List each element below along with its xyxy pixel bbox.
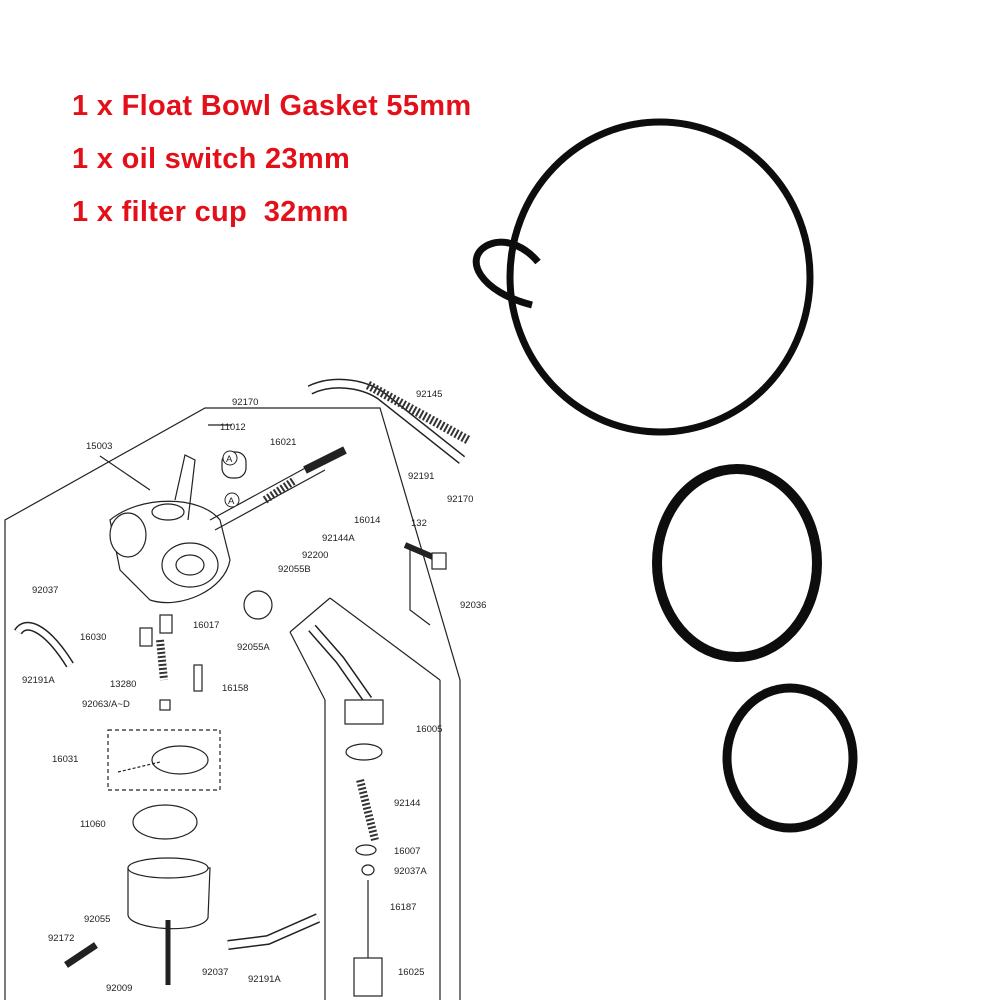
oil-switch-gasket-image (652, 464, 822, 662)
part-label: 92055A (237, 642, 270, 653)
part-label: 92145 (416, 389, 442, 400)
part-label: 16005 (416, 724, 442, 735)
part-label: 92037 (32, 585, 58, 596)
part-label: 16025 (398, 967, 424, 978)
part-label: 11060 (80, 819, 106, 830)
part-label: 92200 (302, 550, 328, 561)
part-label: 92144A (322, 533, 355, 544)
part-label: 13280 (110, 679, 136, 690)
part-label: 15003 (86, 441, 112, 452)
part-label: 132 (411, 518, 427, 529)
product-line-float-bowl-gasket: 1 x Float Bowl Gasket 55mm (72, 90, 472, 122)
part-label: 92191A (248, 974, 281, 985)
float-bowl-gasket-image (472, 118, 814, 436)
part-label: 92172 (48, 933, 74, 944)
part-label: 92036 (460, 600, 486, 611)
part-label: 16030 (80, 632, 106, 643)
part-label: 92037A (394, 866, 427, 877)
part-label: 11012 (220, 422, 246, 433)
part-label: 16017 (193, 620, 219, 631)
part-label: 92191 (408, 471, 434, 482)
product-line-oil-switch: 1 x oil switch 23mm (72, 143, 351, 175)
part-label: 16014 (354, 515, 380, 526)
part-label: 16031 (52, 754, 78, 765)
product-line-filter-cup: 1 x filter cup 32mm (72, 196, 349, 228)
callout-a: A (226, 454, 233, 465)
part-label: 92009 (106, 983, 132, 994)
part-label: 92170 (447, 494, 473, 505)
part-number-labels: 92170 92145 11012 16021 15003 92191 9217… (22, 389, 486, 994)
exploded-diagram (4, 378, 471, 1000)
part-label: 92191A (22, 675, 55, 686)
filter-cup-gasket-image (722, 683, 858, 833)
part-label: 92055B (278, 564, 311, 575)
part-label: 92037 (202, 967, 228, 978)
part-label: 16007 (394, 846, 420, 857)
callout-a: A (228, 496, 235, 507)
part-label: 92055 (84, 914, 110, 925)
part-label: 16021 (270, 437, 296, 448)
part-label: 92144 (394, 798, 420, 809)
part-label: 92063/A~D (82, 699, 130, 710)
part-label: 16187 (390, 902, 416, 913)
part-label: 92170 (232, 397, 258, 408)
part-label: 16158 (222, 683, 248, 694)
